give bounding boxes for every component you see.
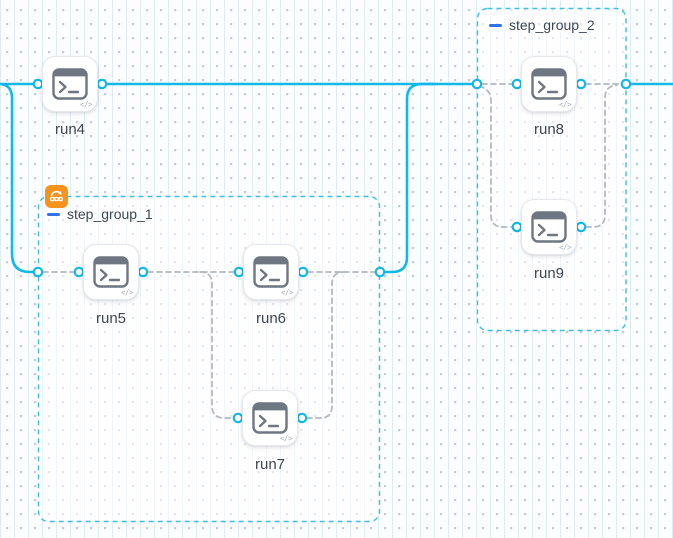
terminal-icon (531, 211, 567, 243)
port-run6-out[interactable] (297, 266, 309, 278)
node-label-run7: run7 (254, 456, 286, 473)
group-label: step_group_2 (509, 17, 595, 33)
port-group2-in[interactable] (471, 78, 483, 90)
node-run6[interactable]: </> (243, 244, 299, 300)
node-label-run6: run6 (255, 310, 287, 327)
group-header-step-group-1: step_group_1 (46, 206, 153, 222)
group-step-group-2-outline[interactable] (476, 7, 627, 332)
code-chevrons-icon: </> (558, 100, 572, 109)
collapse-group-2-button[interactable] (488, 18, 502, 32)
terminal-icon (93, 256, 129, 288)
port-run7-in[interactable] (232, 412, 244, 424)
node-run5[interactable]: </> (83, 244, 139, 300)
loop-matrix-icon (50, 190, 63, 202)
node-label-run5: run5 (95, 310, 127, 327)
port-run6-in[interactable] (233, 266, 245, 278)
port-run4-out[interactable] (96, 78, 108, 90)
port-group1-out[interactable] (374, 266, 386, 278)
code-chevrons-icon: </> (279, 434, 293, 443)
node-run9[interactable]: </> (521, 199, 577, 255)
node-run7[interactable]: </> (242, 390, 298, 446)
code-chevrons-icon: </> (79, 100, 93, 109)
terminal-icon (531, 68, 567, 100)
port-run9-in[interactable] (511, 221, 523, 233)
collapse-group-1-button[interactable] (46, 207, 60, 221)
edge-start-to-group1-in[interactable] (0, 82, 35, 274)
terminal-icon (52, 68, 88, 100)
terminal-icon (252, 402, 288, 434)
port-group2-out[interactable] (620, 78, 632, 90)
minus-dash-icon (488, 23, 502, 27)
port-run8-in[interactable] (511, 78, 523, 90)
edge-run5-to-run7[interactable] (199, 271, 234, 419)
port-run8-out[interactable] (575, 78, 587, 90)
group-label: step_group_1 (67, 206, 153, 222)
node-label-run4: run4 (54, 121, 86, 138)
edge-group2-in-to-run9[interactable] (478, 85, 513, 228)
port-run5-out[interactable] (137, 266, 149, 278)
terminal-icon (253, 256, 289, 288)
port-group1-in[interactable] (32, 266, 44, 278)
node-label-run8: run8 (533, 121, 565, 138)
port-run5-in[interactable] (73, 266, 85, 278)
node-run4[interactable]: </> (42, 56, 98, 112)
edge-run9-to-group2-out[interactable] (585, 84, 618, 228)
group-header-step-group-2: step_group_2 (488, 17, 595, 33)
port-run7-out[interactable] (296, 412, 308, 424)
code-chevrons-icon: </> (120, 288, 134, 297)
port-run9-out[interactable] (575, 221, 587, 233)
port-run4-in[interactable] (32, 78, 44, 90)
node-label-run9: run9 (533, 265, 565, 282)
minus-dash-icon (46, 212, 60, 216)
edge-run7-to-group1-out[interactable] (306, 271, 345, 419)
code-chevrons-icon: </> (280, 288, 294, 297)
code-chevrons-icon: </> (558, 243, 572, 252)
loop-steps-badge (45, 185, 68, 208)
edge-group1-out-to-group2-in[interactable] (383, 82, 437, 274)
node-run8[interactable]: </> (521, 56, 577, 112)
